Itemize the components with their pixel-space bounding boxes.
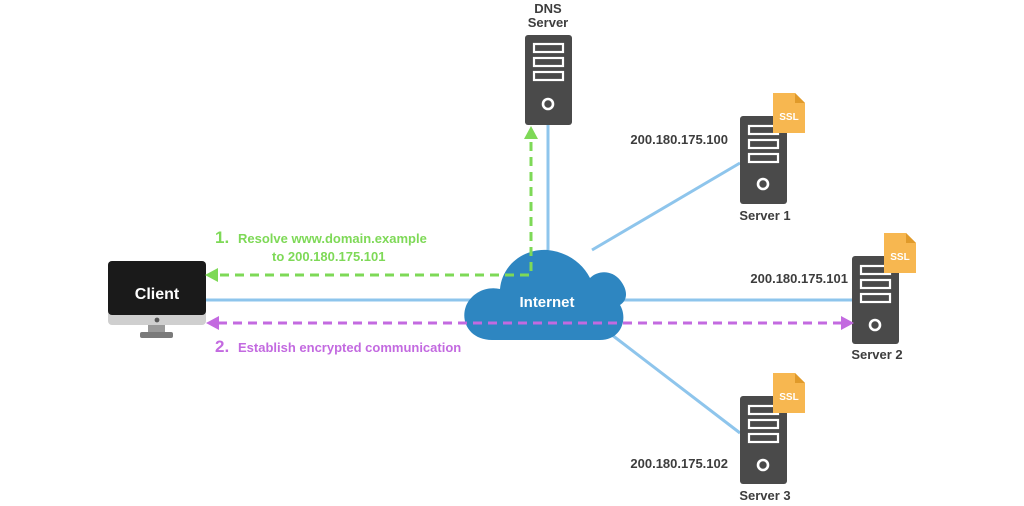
step-1-label: 1. Resolve www.domain.example to 200.180… [215,228,427,264]
encrypted-communication-arrow [206,316,854,330]
server-3-label: Server 3 [739,488,790,503]
link-internet-server1 [591,161,741,252]
server-3-icon [740,396,787,484]
ssl-certificate-icon: SSL [773,373,805,413]
dns-server-label-line2: Server [528,15,568,30]
step-1-line1: Resolve www.domain.example [238,231,427,246]
server-1-ssl-badge: SSL [779,112,798,123]
client-label: Client [135,286,180,303]
ssl-certificate-icon: SSL [773,93,805,133]
server-3-ip: 200.180.175.102 [630,456,728,471]
server-2-label: Server 2 [851,347,902,362]
arrowhead-left-icon [205,268,218,282]
arrowhead-right-icon [841,316,854,330]
arrowhead-up-icon [524,126,538,139]
link-internet-server3 [611,333,741,435]
server-2-ssl-badge: SSL [890,252,909,263]
server-3-ssl-badge: SSL [779,392,798,403]
server-1-label: Server 1 [739,208,790,223]
arrowhead-left-icon [206,316,219,330]
internet-label: Internet [519,294,574,311]
step-2-label: 2. Establish encrypted communication [215,337,461,356]
server-2-ip: 200.180.175.101 [750,271,848,286]
dns-server-label-line1: DNS [534,1,562,16]
server-1-ip: 200.180.175.100 [630,132,728,147]
dns-server-icon [525,35,572,125]
internet-cloud-icon: Internet [464,249,626,340]
step-2-number: 2. [215,337,229,356]
client-computer-icon: Client [108,261,206,338]
server-2: 200.180.175.101 SSL Server 2 [750,233,916,362]
network-links [205,125,852,435]
ssl-certificate-icon: SSL [884,233,916,273]
dns-resolve-arrow [205,126,538,282]
step-1-number: 1. [215,228,229,247]
step-1-line2: to 200.180.175.101 [272,249,385,264]
dns-server: DNS Server [525,1,572,125]
server-1: 200.180.175.100 SSL Server 1 [630,93,805,223]
server-3: 200.180.175.102 SSL Server 3 [630,373,805,503]
step-2-line1: Establish encrypted communication [238,340,461,355]
